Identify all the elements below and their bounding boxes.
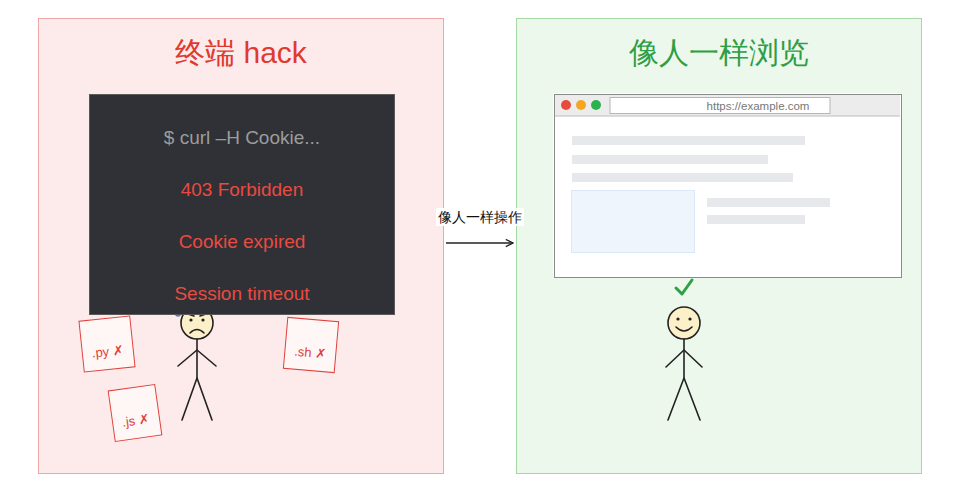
panel-title: 终端 hack <box>39 35 443 71</box>
panel-title: 像人一样浏览 <box>517 35 921 71</box>
url-text: https://example.com <box>615 98 901 114</box>
browser-window: https://example.com <box>554 94 902 278</box>
file-label: .py ✗ <box>91 341 125 362</box>
flow-arrow <box>446 242 513 244</box>
terminal-error: 403 Forbidden <box>104 172 380 208</box>
panel-fill <box>39 19 444 474</box>
file-label: .js ✗ <box>121 410 151 432</box>
script-card: .js ✗ <box>108 384 162 442</box>
terminal-error: Cookie expired <box>104 224 380 260</box>
check-mark <box>676 280 692 294</box>
panel-fill <box>517 19 922 474</box>
terminal-error: Session timeout <box>104 276 380 312</box>
panel-right: 像人一样浏览 https://example.com <box>516 18 922 474</box>
script-card: .py ✗ <box>78 315 135 372</box>
script-card: .sh ✗ <box>283 317 339 373</box>
panel-left: 终端 hack $ curl –H Cookie... 403 ForbiddenC… <box>38 18 444 474</box>
edge-label: 像人一样操作 <box>436 208 524 226</box>
terminal-command: $ curl –H Cookie... <box>104 120 380 156</box>
sad-figure <box>178 307 216 420</box>
terminal-window: $ curl –H Cookie... 403 ForbiddenCookie e… <box>89 94 395 315</box>
file-label: .sh ✗ <box>294 343 327 364</box>
happy-figure <box>666 307 702 420</box>
browser-window <box>553 93 901 277</box>
